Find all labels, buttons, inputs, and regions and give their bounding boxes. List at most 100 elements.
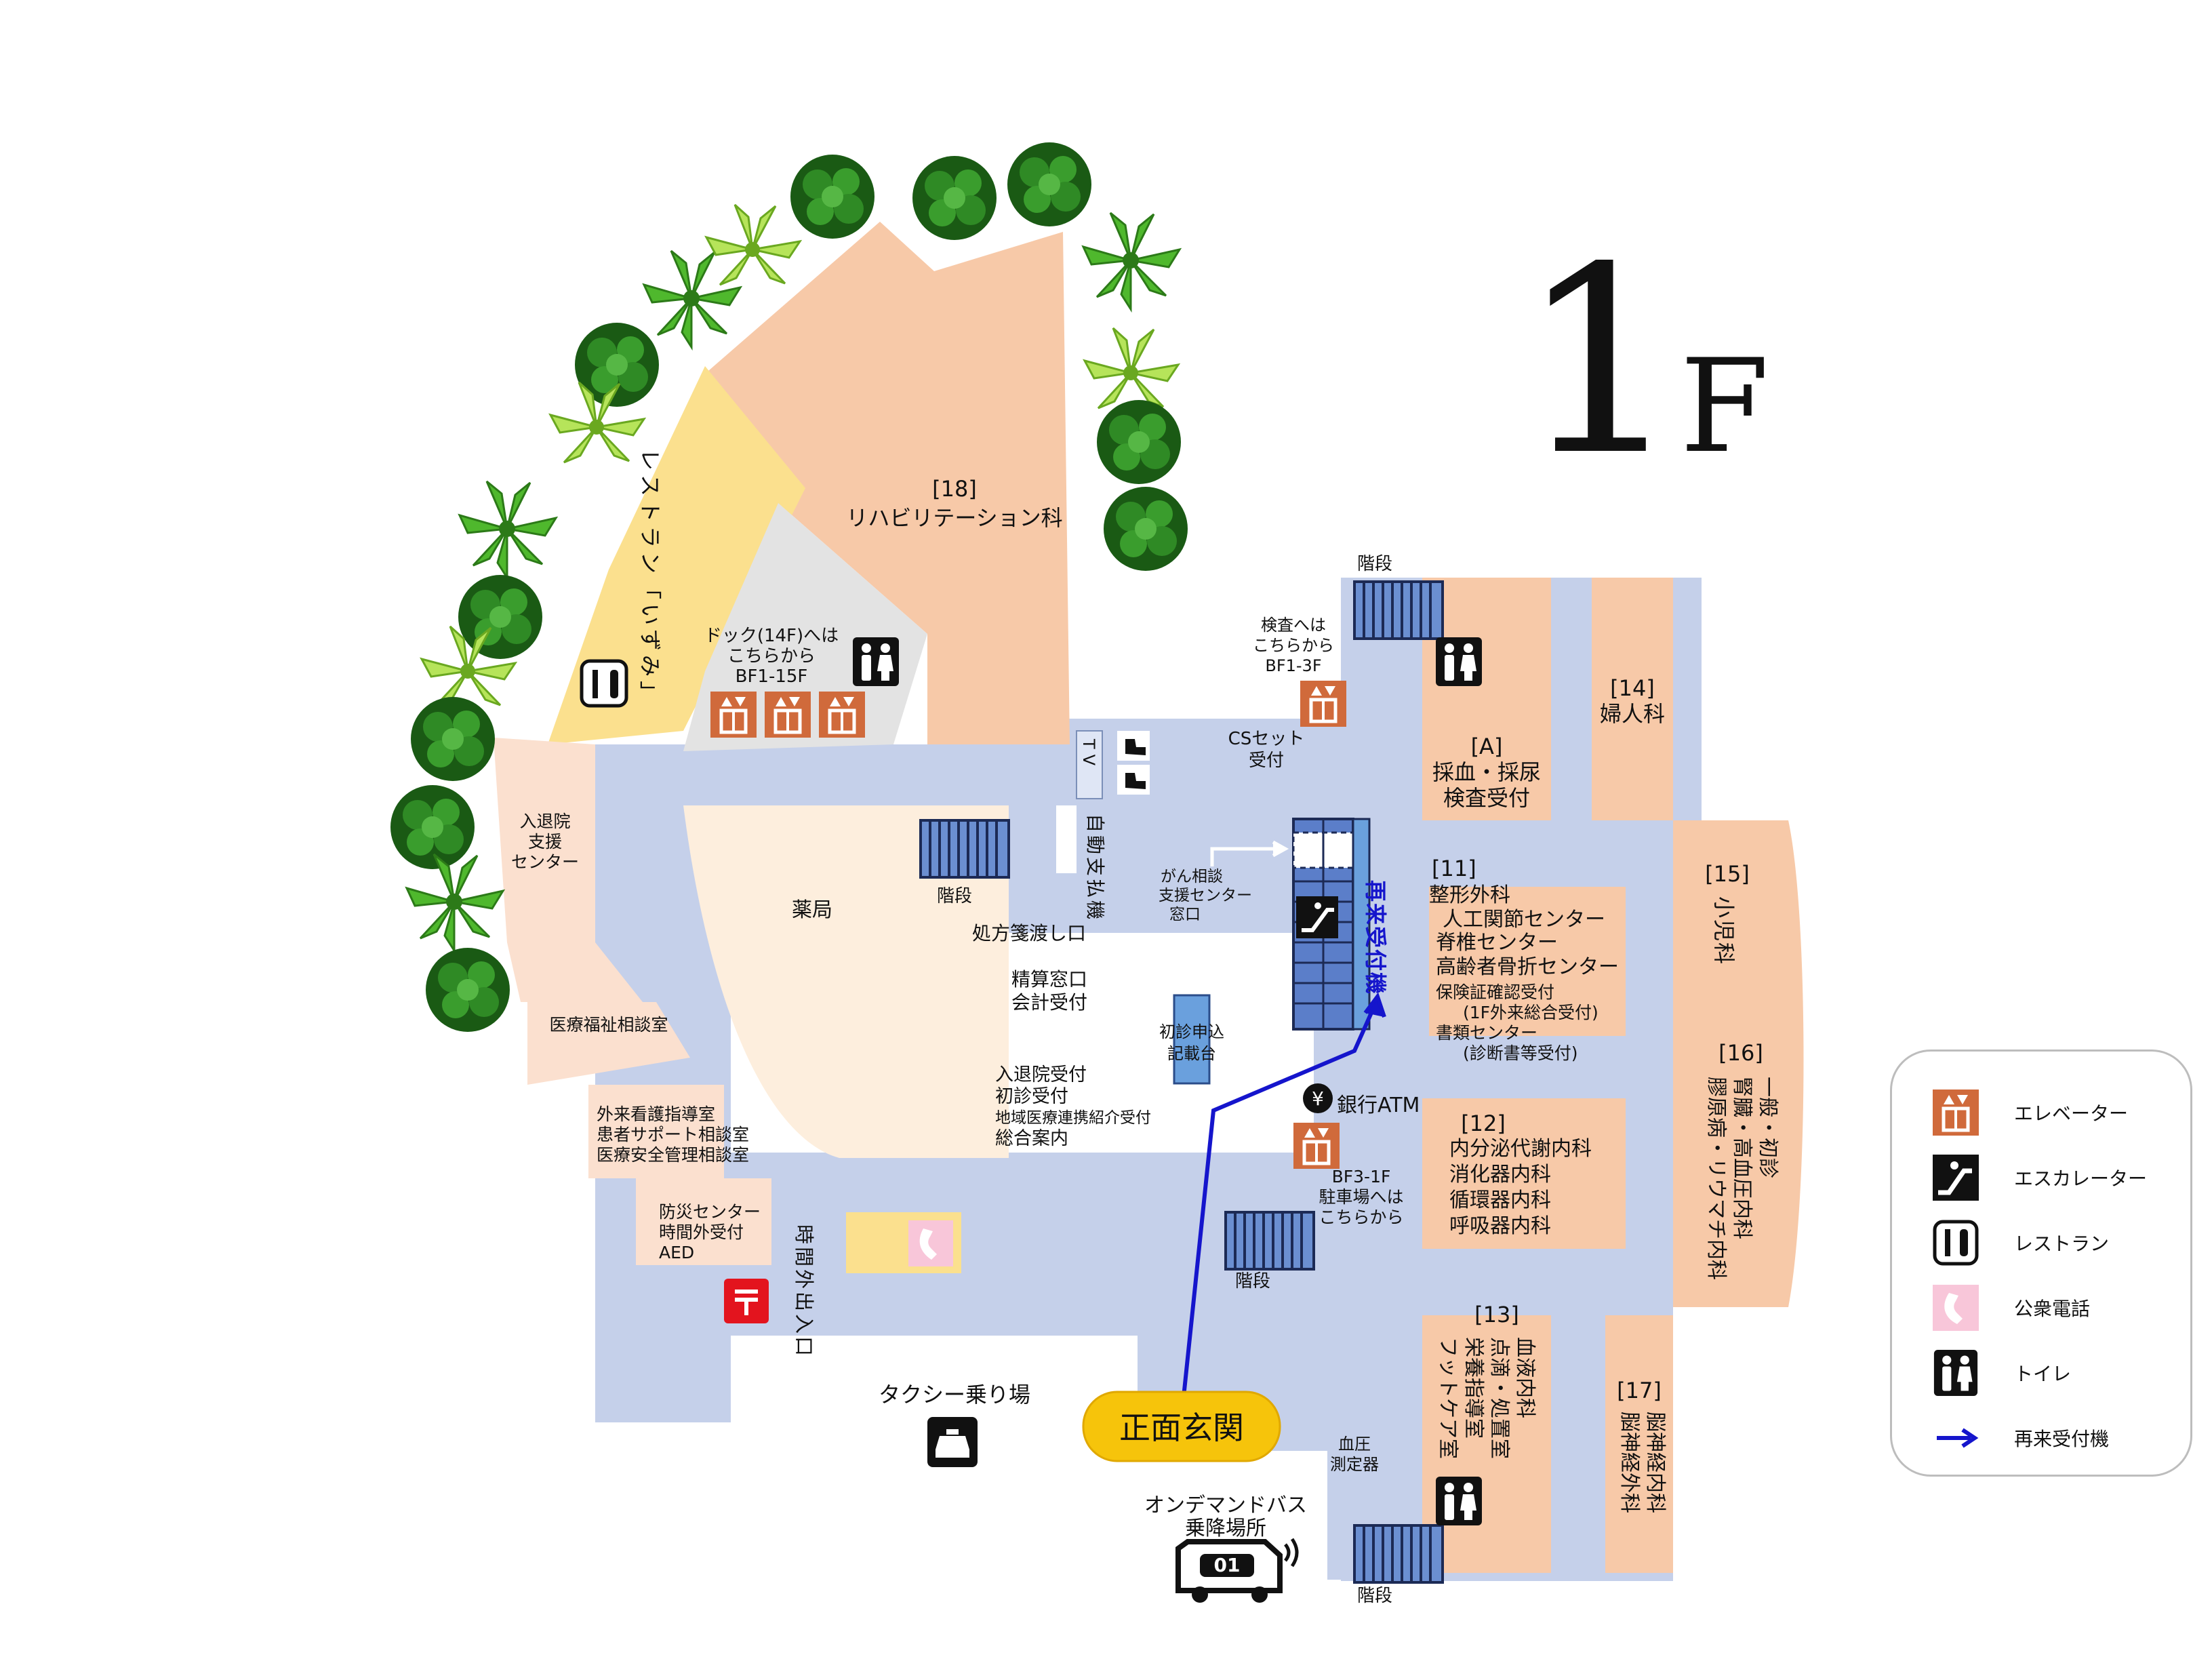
welfare-label: 医療福祉相談室: [549, 1015, 668, 1035]
legend-label: 再来受付機: [2014, 1428, 2110, 1450]
pharmacy-area: [683, 805, 1009, 1158]
elevator-icon[interactable]: [1300, 681, 1346, 727]
discharge-support-line2: 支援: [528, 832, 562, 852]
elevator-icon[interactable]: [710, 692, 757, 738]
legend: エレベーター エスカレーター レストラン 公衆電話 トイレ 再来受付機: [1890, 1050, 2192, 1477]
parking-line3: こちらから: [1319, 1207, 1403, 1227]
disaster-line2: 時間外受付: [659, 1222, 744, 1242]
legend-label: エレベーター: [2014, 1102, 2129, 1125]
elevator-hall: [683, 503, 927, 751]
restaurant-label: レストラン「いずみ」: [637, 449, 663, 706]
bus-icon: [1175, 1538, 1299, 1603]
first-visit-desk: [1173, 994, 1211, 1085]
cancer-window-arrow: [1210, 840, 1289, 866]
admission-line1: 入退院受付: [995, 1064, 1087, 1085]
pediatrics-area: [1673, 820, 1804, 1307]
checkout-line2: 会計受付: [1011, 991, 1087, 1014]
toilet-icon: [1436, 637, 1482, 686]
elevator-icon[interactable]: [1293, 1123, 1340, 1169]
orthopedics-number: [11]: [1432, 856, 1476, 881]
restaurant-icon: [1933, 1220, 1979, 1266]
bus-number: 01: [1214, 1554, 1241, 1576]
tv-stand: [1076, 730, 1103, 799]
admission-line4: 総合案内: [995, 1128, 1068, 1149]
hematology-col3: 栄養指導室: [1462, 1337, 1485, 1439]
restaurant-icon: [580, 659, 628, 708]
svg-text:F: F: [1680, 332, 1769, 481]
prescription-label: 処方箋渡し口: [972, 922, 1086, 944]
rehab-label: リハビリテーション科: [846, 505, 1062, 531]
phone-icon[interactable]: [908, 1220, 953, 1266]
disaster-line1: 防災センター: [659, 1202, 761, 1222]
stairs-south: [1353, 1524, 1444, 1584]
exam-note-line2: こちらから: [1253, 636, 1334, 655]
main-entrance-label: 正面玄関: [1119, 1410, 1244, 1446]
stairs-north: [1353, 580, 1444, 640]
dock-note-line3: BF1-15F: [736, 666, 808, 687]
service-rooms: [494, 738, 771, 1265]
escalator[interactable]: [1292, 818, 1371, 1031]
reentry-route-arrow: [1181, 992, 1386, 1404]
disaster-line3: AED: [659, 1243, 694, 1262]
orthopedics-line1: 整形外科: [1429, 883, 1510, 907]
restaurant-area: [548, 366, 805, 744]
admission-line2: 初診受付: [995, 1086, 1068, 1107]
stairs-center: [1224, 1211, 1315, 1271]
yen-icon: [1303, 1083, 1333, 1113]
stairs-label: 階段: [937, 886, 972, 906]
admission-line3: 地域医療連携紹介受付: [995, 1109, 1151, 1127]
dock-note-line1: ドック(14F)へは: [704, 626, 839, 646]
atm-label: 銀行ATM: [1337, 1094, 1420, 1117]
legend-item-elevator: エレベーター: [1919, 1085, 2177, 1140]
reentry-machine-label: 再来受付機: [1363, 880, 1388, 995]
bus-stop-line1: オンデマンドバス: [1144, 1494, 1307, 1517]
legend-item-toilet: トイレ: [1919, 1346, 2177, 1400]
internal-med-area: [1422, 1098, 1626, 1249]
orthopedics-line8: (診断書等受付): [1463, 1043, 1578, 1063]
escalator-icon: [1933, 1155, 1979, 1201]
legend-label: エスカレーター: [2014, 1167, 2148, 1190]
general-med-number: [16]: [1718, 1040, 1763, 1066]
toilet-icon: [1933, 1350, 1978, 1396]
internal-med-line3: 循環器内科: [1449, 1188, 1551, 1212]
elevator-icon[interactable]: [819, 692, 865, 738]
legend-item-phone: 公衆電話: [1919, 1281, 2177, 1335]
orthopedics-line3: 脊椎センター: [1436, 931, 1558, 955]
orthopedics-line4: 高齢者骨折センター: [1436, 955, 1619, 979]
neuro-col1: 脳神経内科: [1643, 1412, 1667, 1513]
first-visit-desk-line2: 記載台: [1167, 1044, 1216, 1063]
svg-text:1: 1: [1519, 212, 1683, 512]
gynecology-area: [1592, 578, 1673, 820]
rehab-area: [704, 222, 1070, 744]
exam-note-line1: 検査へは: [1261, 616, 1326, 635]
legend-item-restaurant: レストラン: [1919, 1216, 2177, 1270]
cancer-window-line2: 支援センター: [1159, 887, 1252, 904]
main-entrance-badge[interactable]: [1082, 1391, 1281, 1462]
elevator-icon[interactable]: [765, 692, 811, 738]
phone-icon: [1933, 1285, 1979, 1331]
internal-med-line4: 呼吸器内科: [1449, 1214, 1551, 1238]
taxi-icon: [927, 1417, 978, 1467]
pediatrics-label: 小児科: [1711, 896, 1737, 965]
checkout-line1: 精算窓口: [1011, 968, 1087, 991]
internal-med-number: [12]: [1461, 1111, 1506, 1136]
cs-set-line1: CSセット: [1228, 729, 1305, 749]
nursing-line2: 患者サポート相談室: [597, 1125, 749, 1144]
hematology-col2: 点滴・処置室: [1487, 1337, 1511, 1459]
floor-number: 1 F: [1519, 212, 1769, 512]
auto-pay-label: 自動支払機: [1084, 814, 1106, 922]
orthopedics-line7: 書類センター: [1436, 1023, 1537, 1043]
legend-item-escalator: エスカレーター: [1919, 1151, 2177, 1205]
parking-line2: 駐車場へは: [1319, 1187, 1403, 1207]
pharmacy-label: 薬局: [792, 898, 832, 922]
blood-test-number: [A]: [1471, 734, 1503, 759]
general-med-col2: 腎臓・高血圧内科: [1730, 1077, 1754, 1239]
neuro-col2: 脳神経外科: [1617, 1412, 1641, 1513]
legend-label: 公衆電話: [2014, 1298, 2091, 1320]
orthopedics-area: [1429, 887, 1626, 1036]
internal-med-line2: 消化器内科: [1449, 1163, 1551, 1186]
rehab-number: [18]: [932, 476, 977, 502]
orthopedics-line6: (1F外来総合受付): [1463, 1003, 1598, 1022]
bp-meter-line1: 血圧: [1338, 1435, 1371, 1454]
